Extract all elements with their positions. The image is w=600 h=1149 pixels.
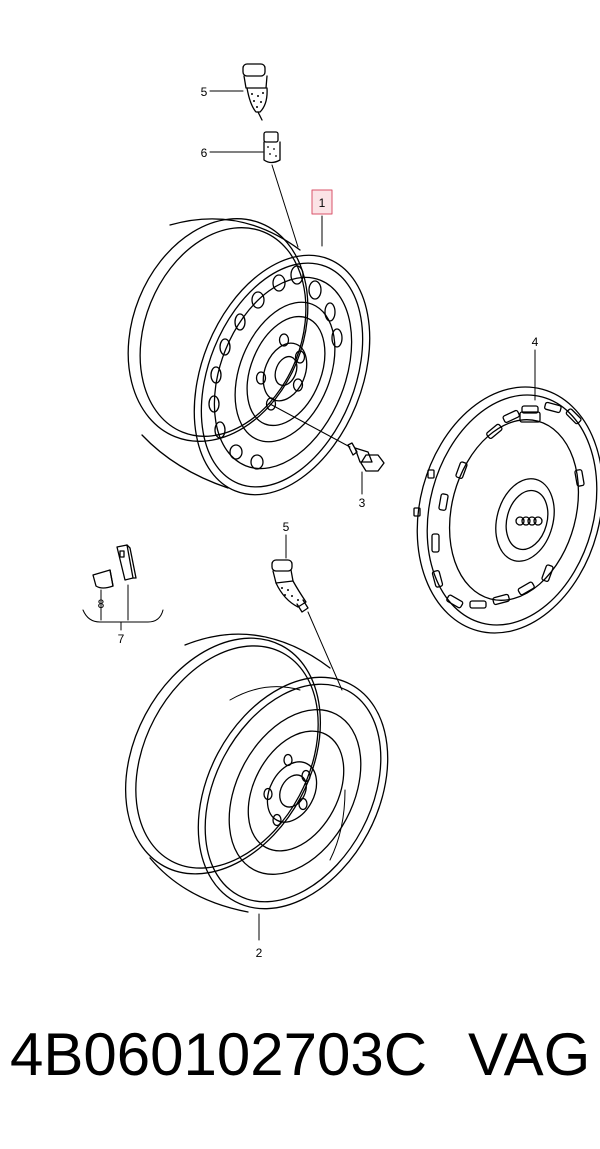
- valve-insert: [263, 131, 281, 164]
- valve-guide-line: [271, 164, 299, 248]
- leader-lines: [120, 90, 536, 941]
- brand-name: VAG: [468, 1021, 591, 1088]
- part-number: 4B060102703C: [10, 1021, 428, 1088]
- spare-wheel: [124, 633, 389, 913]
- callout-2[interactable]: 2: [256, 946, 263, 960]
- tire-valve-top: [242, 63, 268, 121]
- callout-1-highlight: [311, 189, 333, 215]
- callout-4[interactable]: 4: [532, 335, 539, 349]
- callout-5-top[interactable]: 5: [201, 85, 208, 99]
- callout-7[interactable]: 7: [118, 632, 125, 646]
- exploded-wheel-diagram: 1 5 6 3 4 5 8 7 2: [82, 63, 600, 960]
- callout-8[interactable]: 8: [98, 597, 105, 611]
- hub-cap: [413, 386, 600, 634]
- callout-6[interactable]: 6: [201, 146, 208, 160]
- steel-wheel: [127, 218, 371, 496]
- balance-weights: [82, 544, 164, 623]
- callout-3[interactable]: 3: [359, 496, 366, 510]
- tire-valve-lower: [271, 559, 343, 691]
- callout-1[interactable]: 1: [319, 196, 326, 210]
- wheel-bolt: [269, 403, 385, 472]
- callout-5-lower[interactable]: 5: [283, 520, 290, 534]
